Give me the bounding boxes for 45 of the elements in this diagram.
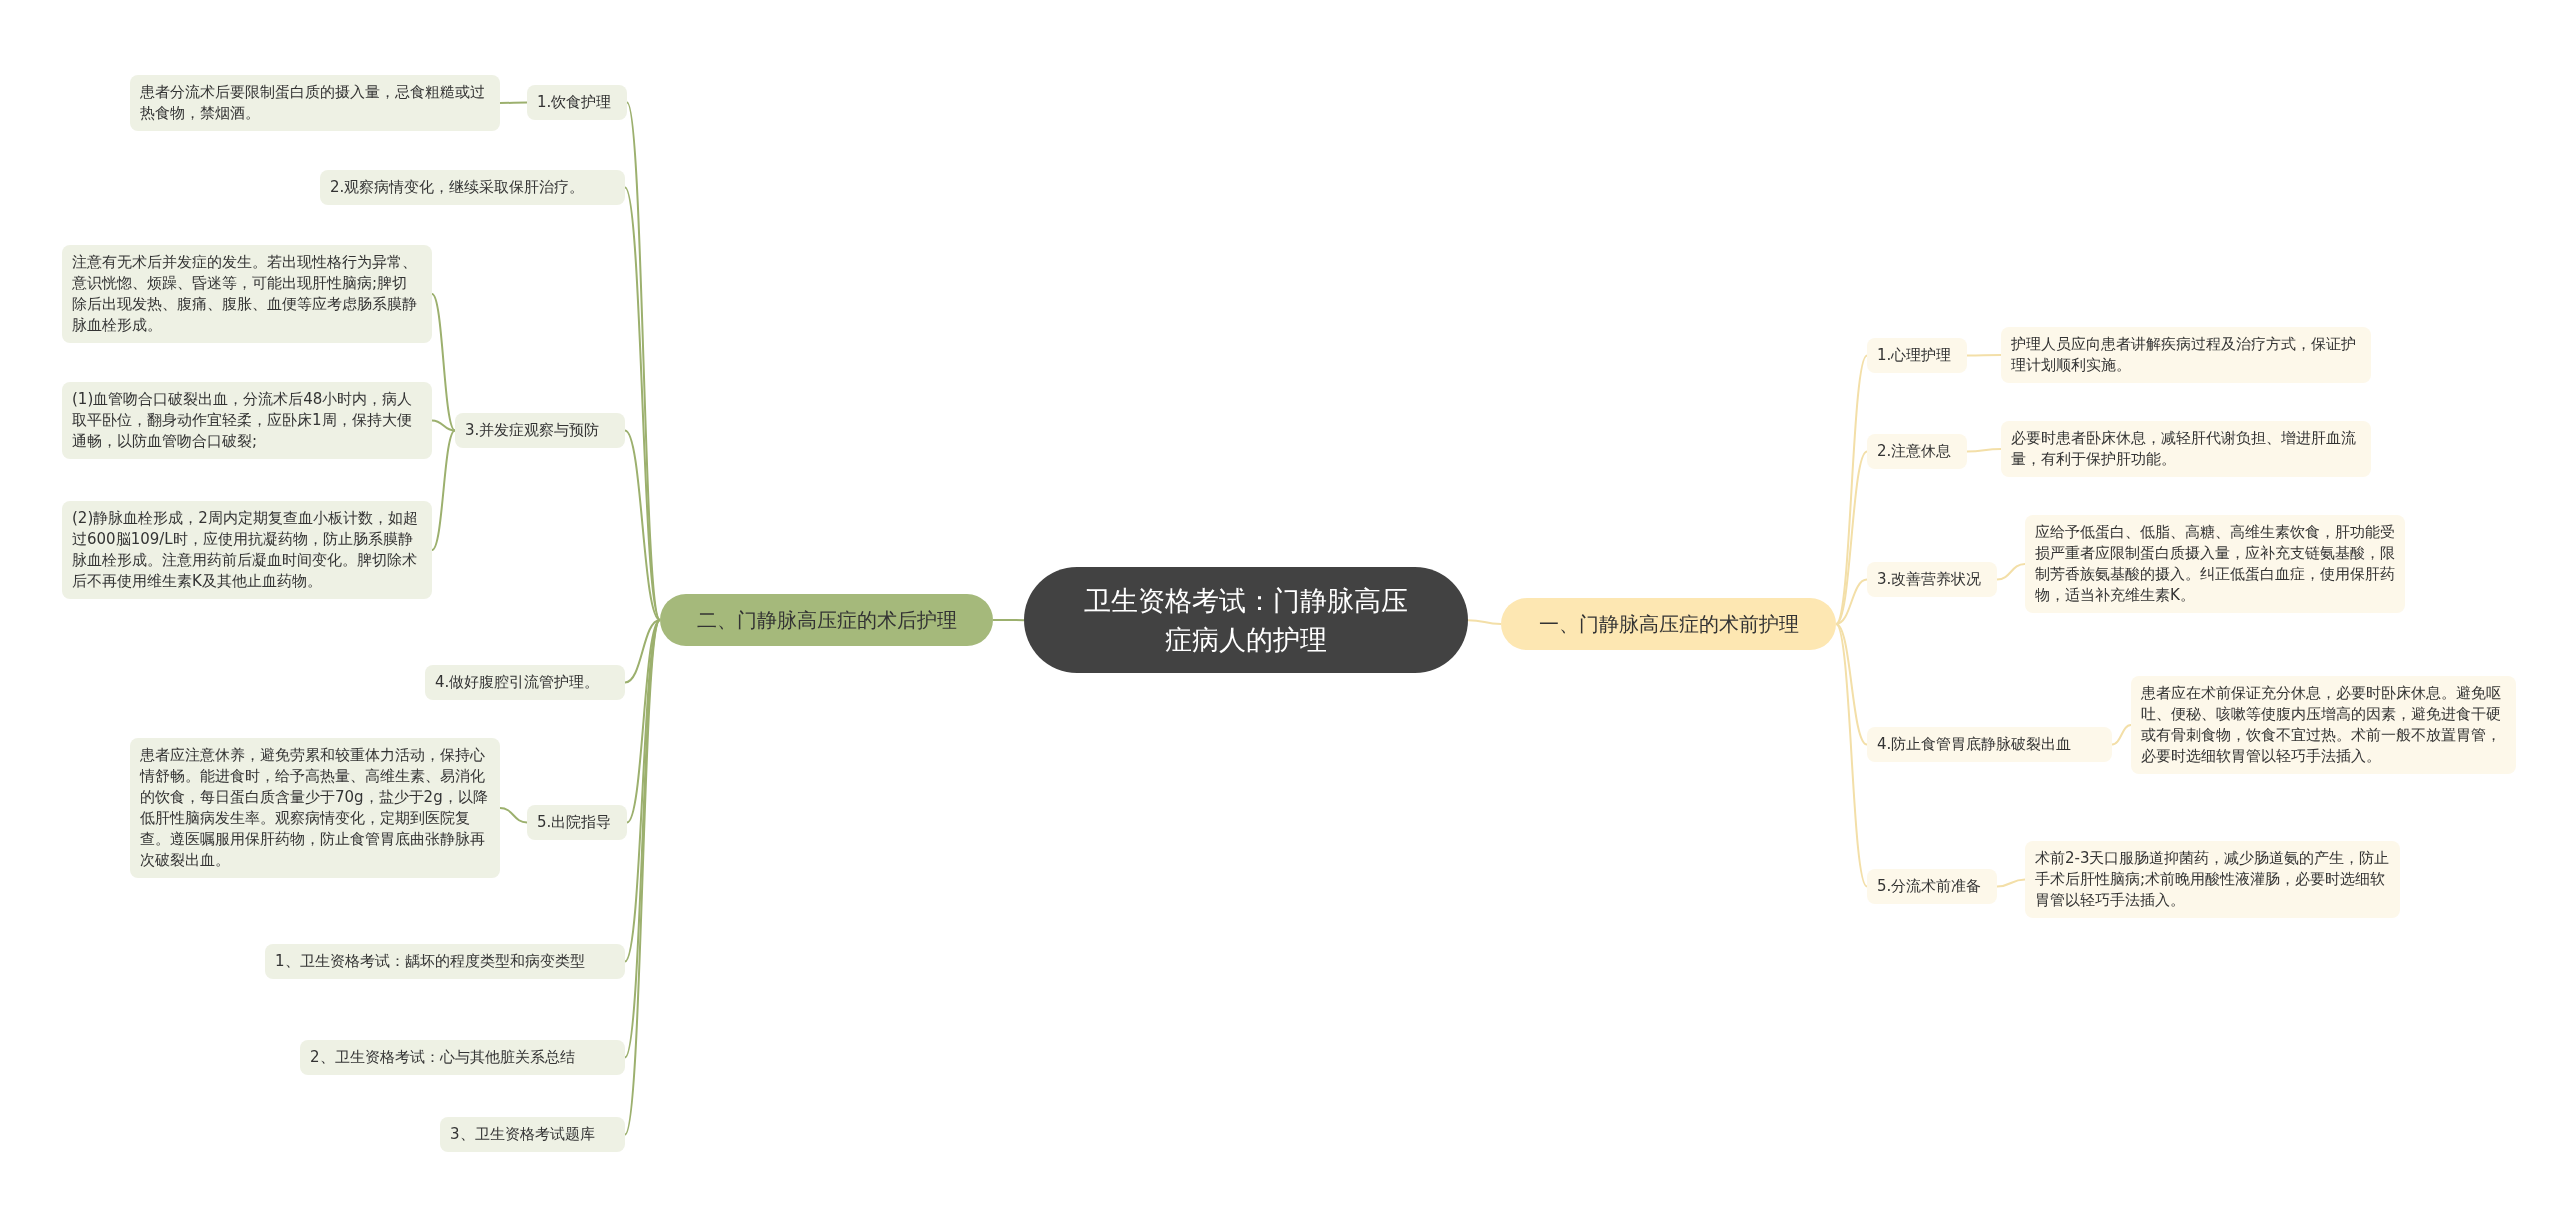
topic-card: 3、卫生资格考试题库 [440,1117,625,1152]
topic-card: 1、卫生资格考试：龋坏的程度类型和病变类型 [265,944,625,979]
topic-card: 患者应在术前保证充分休息，必要时卧床休息。避免呕吐、便秘、咳嗽等使腹内压增高的因素，避免进食干硬或有骨刺食物，饮食不宜过热。术前一般不放置胃管，必要时选细软胃管以轻巧手法插入。 [2131,676,2516,774]
topic-card: 患者应注意休养，避免劳累和较重体力活动，保持心情舒畅。能进食时，给予高热量、高维生素、易消化的饮食，每日蛋白质含量少于70g，盐少于2g，以降低肝性脑病发生率。观察病情变化，定期到医院复查。遵医嘱服用保肝药物，防止食管胃底曲张静脉再次破裂出血。 [130,738,500,878]
connector-line [1835,623,1868,746]
connector-line [1966,448,2002,453]
branch-topic: 二、门静脉高压症的术后护理 [660,594,993,646]
connector-line [499,101,528,104]
topic-card: 5.出院指导 [527,805,627,840]
topic-card: 3.并发症观察与预防 [455,413,625,448]
connector-line [992,619,1025,622]
connector-line [624,429,661,621]
connector-line [1996,563,2026,581]
topic-card: 2、卫生资格考试：心与其他脏关系总结 [300,1040,625,1075]
topic-card: 注意有无术后并发症的发生。若出现性格行为异常、意识恍惚、烦躁、昏迷等，可能出现肝性脑病;脾切除后出现发热、腹痛、腹胀、血便等应考虑肠系膜静脉血栓形成。 [62,245,432,343]
topic-card: 4.做好腹腔引流管护理。 [425,665,625,700]
topic-card: 3.改善营养状况 [1867,562,1997,597]
connector-line [431,293,456,432]
connector-line [1835,623,1868,888]
topic-card: 术前2-3天口服肠道抑菌药，减少肠道氨的产生，防止手术后肝性脑病;术前晚用酸性液灌肠，必要时选细软胃管以轻巧手法插入。 [2025,841,2400,918]
topic-card: 2.注意休息 [1867,434,1967,469]
connector-line [499,807,528,824]
topic-card: (1)血管吻合口破裂出血，分流术后48小时内，病人取平卧位，翻身动作宜轻柔，应卧床1周，保持大便通畅，以防血管吻合口破裂; [62,382,432,459]
topic-card: 1.饮食护理 [527,85,627,120]
connector-line [1996,878,2026,888]
connector-line [431,429,456,551]
topic-card: 2.观察病情变化，继续采取保肝治疗。 [320,170,625,205]
connector-line [2111,724,2132,746]
central-topic: 卫生资格考试：门静脉高压症病人的护理 [1024,567,1468,674]
topic-card: 必要时患者卧床休息，减轻肝代谢负担、增进肝血流量，有利于保护肝功能。 [2001,421,2371,477]
connector-line [1835,450,1868,625]
connector-line [1835,578,1868,625]
branch-topic: 一、门静脉高压症的术前护理 [1501,598,1836,650]
topic-card: 5.分流术前准备 [1867,869,1997,904]
topic-card: 护理人员应向患者讲解疾病过程及治疗方式，保证护理计划顺利实施。 [2001,327,2371,383]
connector-line [624,186,661,621]
connector-line [1467,619,1502,625]
topic-card: 4.防止食管胃底静脉破裂出血 [1867,727,2112,762]
topic-card: 应给予低蛋白、低脂、高糖、高维生素饮食，肝功能受损严重者应限制蛋白质摄入量，应补充支链氨基酸，限制芳香族氨基酸的摄入。纠正低蛋白血症，使用保肝药物，适当补充维生素K。 [2025,515,2405,613]
connector-line [1966,354,2002,357]
topic-card: 患者分流术后要限制蛋白质的摄入量，忌食粗糙或过热食物，禁烟酒。 [130,75,500,131]
topic-card: (2)静脉血栓形成，2周内定期复查血小板计数，如超过600脳109/L时，应使用抗凝药物，防止肠系膜静脉血栓形成。注意用药前后凝血时间变化。脾切除术后不再使用维生素K及其他止血药物。 [62,501,432,599]
connector-line [626,619,661,824]
topic-card: 1.心理护理 [1867,338,1967,373]
connector-line [431,419,456,432]
